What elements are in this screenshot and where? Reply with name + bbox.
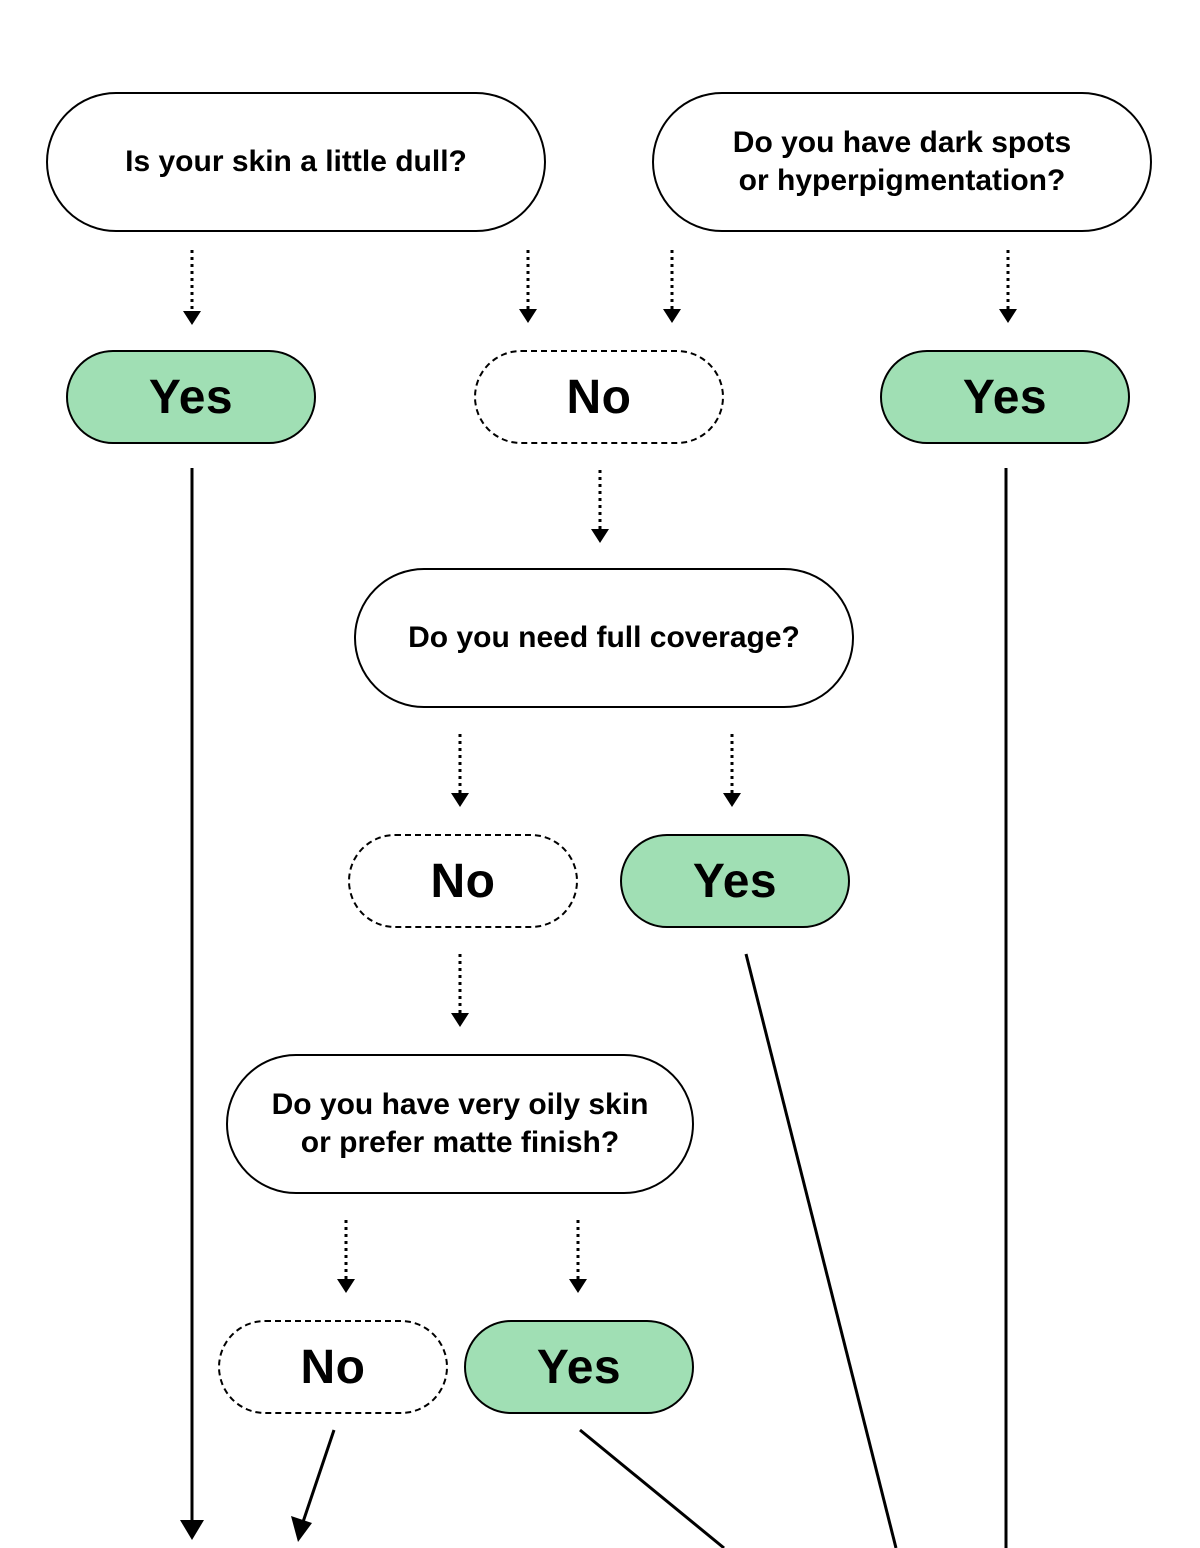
arrowhead [451, 1013, 469, 1027]
answer-yes-label: Yes [692, 854, 778, 908]
arrowhead [663, 309, 681, 323]
answer-no-label: No [300, 1340, 366, 1394]
answer-yes-dull: Yes [66, 350, 316, 444]
answer-yes-label: Yes [148, 370, 234, 424]
answer-no-oily: No [218, 1320, 448, 1414]
arrowhead [723, 793, 741, 807]
question-full-coverage-text: Do you need full coverage? [408, 621, 800, 654]
arrowhead [291, 1516, 312, 1542]
answer-yes-dark-spots: Yes [880, 350, 1130, 444]
question-oily-line2: or prefer matte finish? [300, 1126, 620, 1159]
answer-no-label: No [566, 370, 632, 424]
answer-no-label: No [430, 854, 496, 908]
answer-yes-coverage: Yes [620, 834, 850, 928]
arrowhead [451, 793, 469, 807]
answer-yes-oily: Yes [464, 1320, 694, 1414]
path-coverage-yes-down [744, 953, 898, 1548]
question-oily-line1: Do you have very oily skin [271, 1088, 649, 1121]
arrowhead [519, 309, 537, 323]
answer-no-coverage: No [348, 834, 578, 928]
path-oily-no-down [301, 1429, 336, 1523]
arrowhead [569, 1279, 587, 1293]
arrowhead [183, 311, 201, 325]
answer-no-top: No [474, 350, 724, 444]
question-dull-skin: Is your skin a little dull? [46, 92, 546, 232]
answer-yes-label: Yes [962, 370, 1048, 424]
question-dark-spots: Do you have dark spots or hyperpigmentat… [652, 92, 1152, 232]
path-oily-yes-down [579, 1428, 725, 1548]
answer-yes-label: Yes [536, 1340, 622, 1394]
arrowhead [337, 1279, 355, 1293]
arrowhead [999, 309, 1017, 323]
question-full-coverage: Do you need full coverage? [354, 568, 854, 708]
arrowhead [591, 529, 609, 543]
question-dark-spots-line1: Do you have dark spots [732, 126, 1072, 159]
question-dull-text: Is your skin a little dull? [125, 145, 467, 178]
question-oily-skin: Do you have very oily skin or prefer mat… [226, 1054, 694, 1194]
arrowhead [180, 1520, 204, 1540]
question-dark-spots-line2: or hyperpigmentation? [738, 164, 1066, 197]
